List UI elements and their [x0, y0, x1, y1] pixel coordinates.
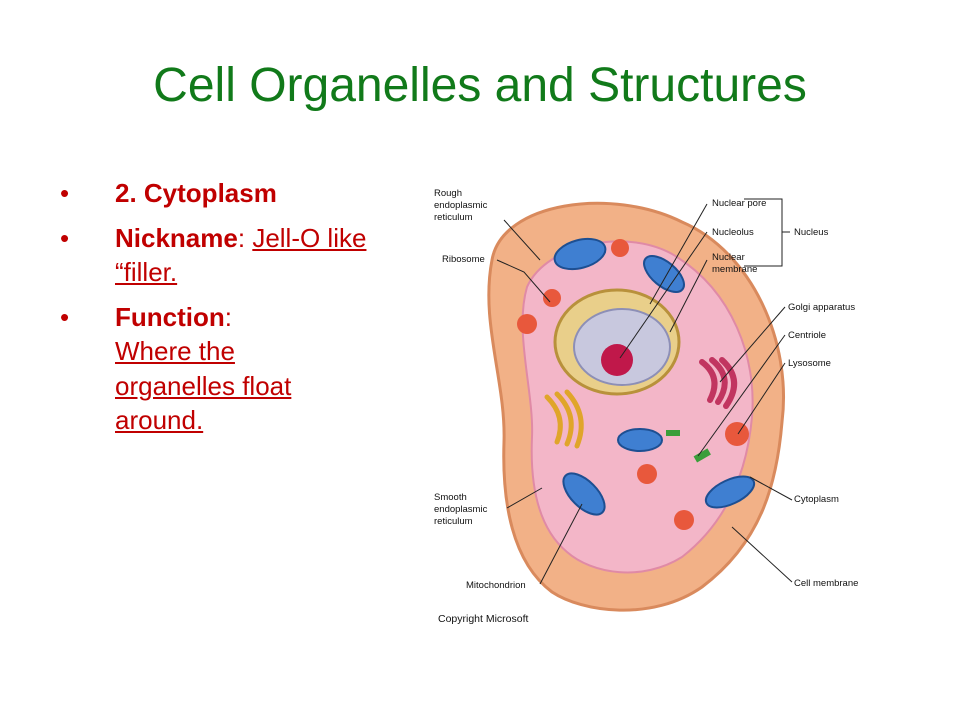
label-smooth-er-3: reticulum: [434, 516, 473, 527]
label-rough-er-2: endoplasmic: [434, 200, 488, 211]
centriole-shape: [693, 448, 711, 463]
label-smooth-er-2: endoplasmic: [434, 504, 488, 515]
nickname-sep: :: [237, 222, 246, 253]
vesicle-shape: [517, 314, 537, 334]
label-centriole: Centriole: [788, 330, 826, 341]
mitochondrion-shape: [562, 472, 606, 516]
bullet-marker: •: [60, 222, 70, 253]
smooth-er-shape: [544, 389, 584, 449]
label-cytoplasm: Cytoplasm: [794, 494, 839, 505]
label-smooth-er-1: Smooth: [434, 492, 467, 503]
label-nucleolus: Nucleolus: [712, 227, 754, 238]
bullet-item-nickname: • Nickname: Jell-O like “filler.: [60, 221, 390, 290]
slide-title: Cell Organelles and Structures: [153, 59, 807, 112]
function-value-line2: organelles float: [115, 370, 292, 401]
mitochondrion-shape: [643, 255, 685, 293]
lysosome-shape: [725, 422, 749, 446]
cell-diagram-svg: Rough endoplasmic reticulum Ribosome Smo…: [434, 188, 858, 625]
leader-lines-right: [619, 198, 793, 583]
label-nuclear-membrane-1: Nuclear: [712, 252, 745, 263]
bullet-item-function: • Function: Where the organelles float a…: [60, 300, 390, 438]
vesicle-shape: [674, 510, 694, 530]
function-sep: :: [224, 301, 232, 332]
vesicle-shape: [611, 239, 629, 257]
nickname-label: Nickname: [115, 222, 238, 253]
function-value-line1: Where the: [115, 336, 235, 367]
label-lysosome: Lysosome: [788, 358, 831, 369]
label-rough-er-3: reticulum: [434, 212, 473, 223]
animal-cell-diagram: Rough endoplasmic reticulum Ribosome Smo…: [432, 182, 872, 630]
nickname-value-line2: “filler.: [115, 257, 178, 288]
leader-lines-left: [496, 219, 583, 585]
centriole-shape: [666, 430, 680, 436]
bullet-list: • 2. Cytoplasm • Nickname: Jell-O like “…: [60, 176, 390, 448]
label-golgi: Golgi apparatus: [788, 302, 855, 313]
mitochondrion-shape: [704, 475, 756, 509]
mitochondrion-shape: [553, 237, 607, 271]
function-value-line3: around.: [115, 405, 204, 436]
vesicle-shape: [543, 289, 561, 307]
bullet-marker: •: [60, 301, 70, 332]
function-label: Function: [115, 301, 225, 332]
label-nuclear-pore: Nuclear pore: [712, 198, 766, 209]
label-rough-er-1: Rough: [434, 188, 462, 199]
label-nuclear-membrane-2: membrane: [712, 264, 757, 275]
mitochondrion-shape: [617, 428, 663, 452]
bullet-item-cytoplasm: • 2. Cytoplasm: [60, 176, 390, 211]
bullet-marker: •: [60, 178, 70, 208]
nucleolus-shape: [601, 344, 633, 376]
label-mitochondrion: Mitochondrion: [466, 580, 526, 591]
nickname-value-line1: Jell-O like: [252, 222, 367, 253]
bullet-heading: 2. Cytoplasm: [115, 178, 277, 208]
golgi-shape: [699, 357, 737, 409]
vesicle-shape: [637, 464, 657, 484]
copyright-text: Copyright Microsoft: [438, 613, 529, 625]
label-nucleus: Nucleus: [794, 227, 829, 238]
label-ribosome: Ribosome: [442, 254, 485, 265]
label-cell-membrane: Cell membrane: [794, 578, 858, 589]
